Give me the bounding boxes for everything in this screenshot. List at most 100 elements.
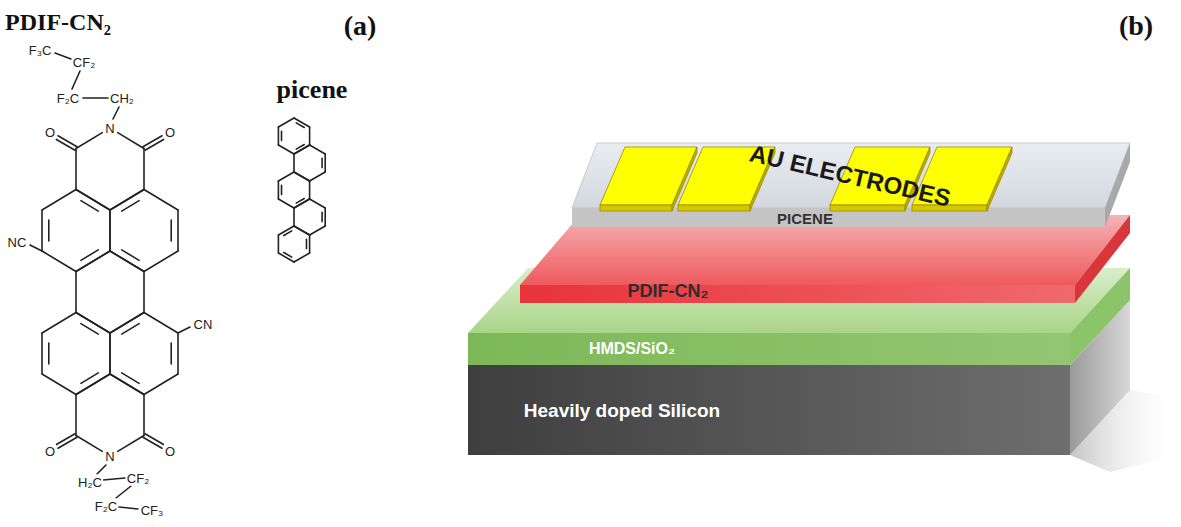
chemical-bond — [294, 226, 310, 235]
chemical-bond — [83, 97, 108, 99]
panel-letter: (b) — [1119, 12, 1153, 40]
chemical-bond — [116, 486, 131, 498]
chemical-bond — [324, 208, 326, 226]
layer-band: Heavily doped Silicon — [520, 400, 724, 421]
chemical-bond — [321, 158, 323, 167]
chemical-bond — [294, 253, 310, 262]
chemical-bond — [58, 437, 77, 448]
pdif-front — [520, 285, 1075, 303]
chemical-bond — [76, 313, 110, 334]
chemical-bond — [144, 374, 178, 395]
chemical-bond — [48, 343, 50, 364]
chemical-bond — [76, 190, 110, 211]
chemical-bond — [278, 145, 294, 154]
chemical-bond — [293, 208, 295, 226]
atom-label: CH₂ — [109, 91, 135, 106]
atom-label: O — [44, 125, 56, 140]
chemical-bond — [76, 374, 110, 395]
chemical-bond — [81, 201, 98, 211]
chemical-bond — [170, 220, 172, 241]
atom-label: F₃C — [28, 43, 53, 58]
molecule-name: PDIF-CN₂ — [5, 10, 111, 34]
chemical-bond — [56, 139, 75, 150]
chemical-bond — [294, 145, 310, 154]
chemical-bond — [76, 190, 110, 211]
chemical-bond — [113, 107, 119, 119]
layer-label: HMDS/SiO₂ — [589, 341, 675, 357]
chemical-bond — [110, 251, 144, 272]
chemical-bond — [118, 436, 144, 452]
chemical-bond — [278, 199, 294, 208]
chemical-bond — [178, 327, 190, 333]
electrode-side — [987, 147, 1012, 211]
chemical-bond — [309, 181, 311, 199]
chemical-bond — [310, 226, 326, 235]
chemical-bond — [76, 251, 110, 272]
chemical-bond — [110, 190, 144, 211]
chemical-bond — [109, 210, 111, 251]
atom-label: H₂C — [77, 475, 103, 490]
chemical-bond — [81, 324, 98, 334]
chemical-bond — [281, 185, 283, 194]
chemical-bond — [42, 251, 76, 272]
chemical-bond — [109, 333, 111, 374]
panel-letter: (a) — [344, 12, 377, 40]
chemical-bond — [41, 210, 43, 251]
chemical-bond — [310, 172, 326, 181]
picene-side — [1105, 143, 1130, 227]
chemical-bond — [110, 374, 144, 395]
chemical-bond — [30, 245, 42, 251]
molecule-structures — [30, 53, 325, 509]
oxide-front — [468, 333, 1070, 365]
layer-band: HMDS/SiO₂ — [585, 340, 679, 358]
chemical-bond — [321, 212, 323, 221]
chemical-bond — [41, 333, 43, 374]
chemical-bond — [284, 252, 292, 257]
chemical-bond — [110, 313, 144, 334]
atom-label: CF₂ — [72, 55, 96, 70]
chemical-bond — [294, 172, 310, 181]
chemical-bond — [293, 154, 295, 172]
chemical-bond — [278, 172, 294, 181]
chemical-bond — [97, 465, 106, 474]
atom-label: N — [104, 449, 115, 464]
chemical-bond — [48, 220, 50, 241]
chemical-bond — [284, 231, 292, 236]
chemical-bond — [75, 149, 77, 190]
chemical-bond — [278, 253, 294, 262]
atom-label: NC — [7, 235, 28, 250]
chemical-bond — [72, 71, 80, 89]
chemical-bond — [294, 199, 310, 208]
electrode-front — [678, 205, 750, 211]
chemical-bond — [76, 133, 102, 149]
chemical-bond — [110, 374, 144, 395]
electrode-front — [600, 205, 672, 211]
chemical-bond — [76, 313, 110, 334]
chemical-bond — [118, 133, 144, 149]
atom-label: CN — [193, 317, 214, 332]
atom-label: F₂C — [56, 91, 80, 106]
chemical-bond — [278, 226, 294, 235]
chemical-bond — [109, 210, 111, 251]
chemical-bond — [143, 149, 145, 190]
silicon-front — [468, 365, 1070, 455]
chemical-bond — [278, 127, 280, 145]
chemical-bond — [144, 190, 178, 211]
chemical-bond — [294, 145, 310, 154]
chemical-bond — [310, 145, 326, 154]
chemical-bond — [177, 333, 179, 374]
molecule-name: picene — [277, 77, 348, 103]
chemical-bond — [76, 436, 102, 452]
chemical-bond — [296, 123, 304, 128]
layer-label: PICENE — [777, 211, 833, 226]
chemical-bond — [294, 226, 310, 235]
atom-label: F₂C — [94, 499, 118, 514]
atom-label: N — [104, 121, 115, 136]
chemical-bond — [143, 272, 145, 313]
chemical-bond — [294, 199, 310, 208]
chemical-bond — [110, 190, 144, 211]
chemical-bond — [119, 507, 138, 509]
chemical-bond — [145, 434, 164, 445]
layer-label: PDIF-CN₂ — [628, 282, 709, 300]
